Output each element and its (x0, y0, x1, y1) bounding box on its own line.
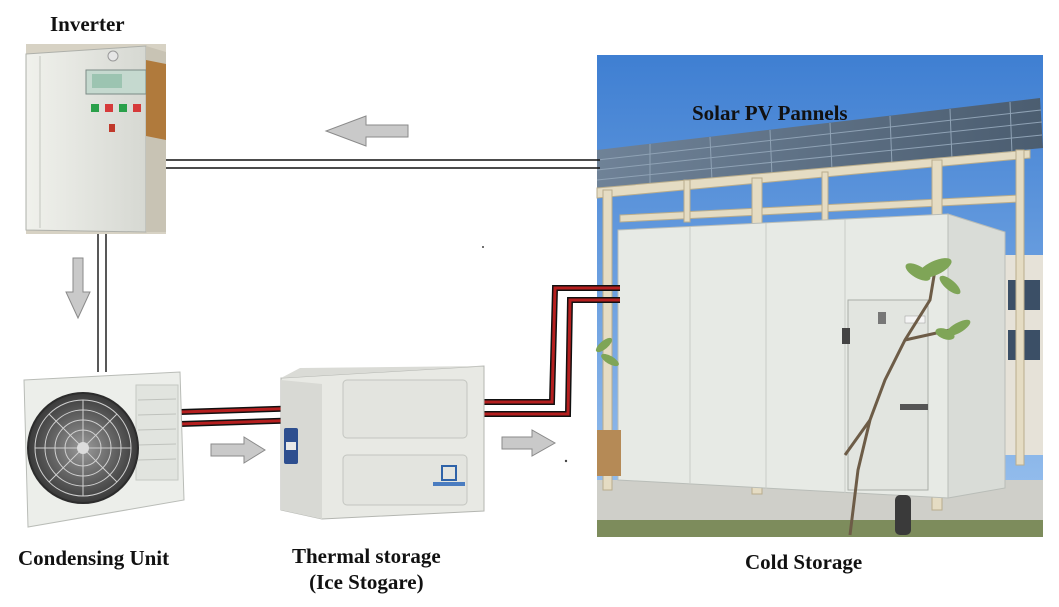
pv-panel-grid (596, 101, 1043, 186)
thermal-storage-unit (280, 365, 485, 520)
block-arrow-icon (210, 436, 266, 464)
fan-grille-icon (27, 392, 139, 504)
thermal-storage-label-line2: (Ice Stogare) (309, 570, 424, 594)
solar-pv-label: Solar PV Pannels (692, 101, 848, 125)
inverter-cabinet (25, 44, 166, 234)
block-arrow-icon (501, 429, 557, 457)
thermal-storage-label-line1: Thermal storage (292, 544, 441, 568)
inverter-label: Inverter (50, 12, 125, 36)
cold-storage-label: Cold Storage (745, 550, 863, 574)
block-arrow-icon (324, 115, 409, 147)
condensing-unit-label: Condensing Unit (18, 546, 170, 570)
thermal-storage-label: Thermal storage (Ice Stogare) (292, 543, 441, 595)
electrical-lines (97, 159, 600, 372)
condensing-unit (23, 371, 185, 528)
cold-storage-photo (595, 55, 1043, 537)
block-arrow-icon (65, 257, 91, 320)
brand-logo-icon (433, 465, 465, 486)
